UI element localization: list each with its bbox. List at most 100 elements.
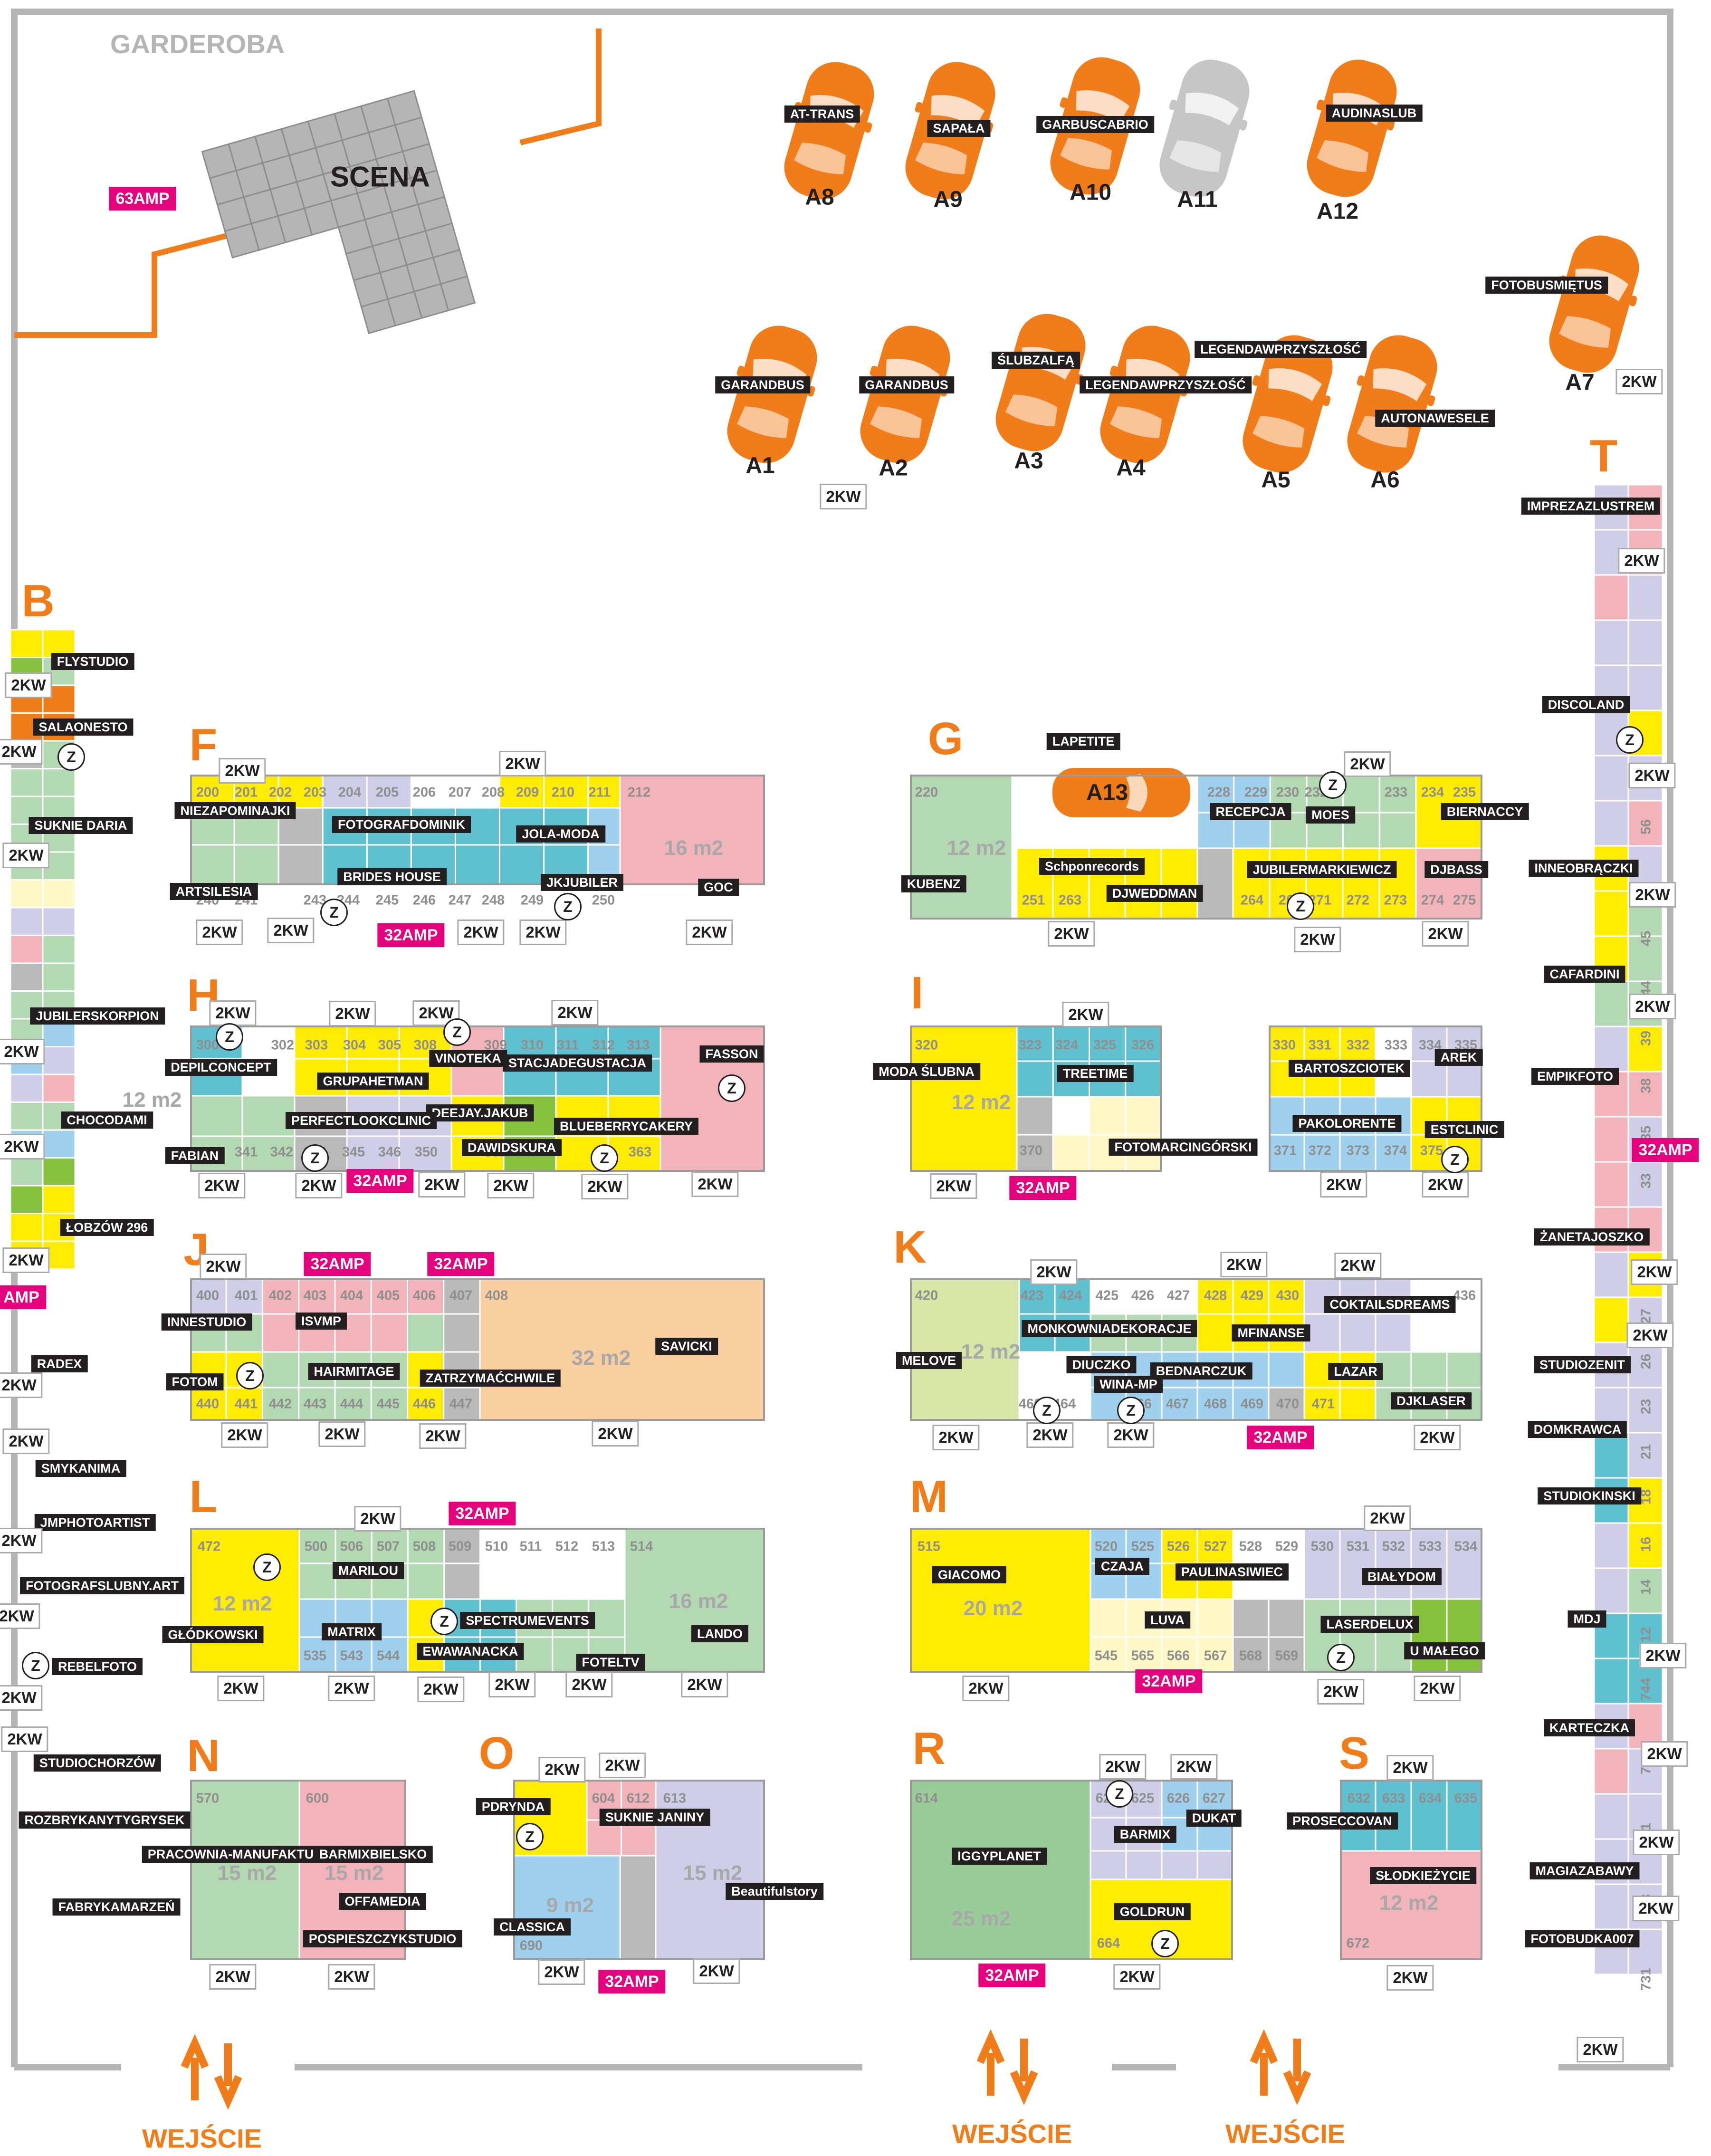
exhibitor-label[interactable]: CZAJA [1095, 1558, 1150, 1575]
exhibitor-label[interactable]: KARTECZKA [1544, 1719, 1635, 1736]
exhibitor-label[interactable]: GOC [698, 879, 739, 896]
exhibitor-label[interactable]: FOTELTV [576, 1654, 645, 1671]
exhibitor-label[interactable]: LEGENDAWPRZYSZŁOŚĆ [1080, 376, 1252, 393]
exhibitor-label[interactable]: IMPREZAZLUSTREM [1521, 498, 1661, 515]
exhibitor-label[interactable]: DISCOLAND [1542, 696, 1630, 713]
exhibitor-label[interactable]: INNEOBRĄCZKI [1529, 860, 1639, 877]
exhibitor-label[interactable]: BIERNACCY [1441, 803, 1529, 820]
exhibitor-label[interactable]: FOTOM [166, 1373, 224, 1390]
exhibitor-label[interactable]: ROZBRYKANYTYGRYSEK [19, 1811, 191, 1829]
exhibitor-label[interactable]: ARTSILESIA [170, 883, 258, 900]
exhibitor-label[interactable]: PAKOLORENTE [1292, 1115, 1402, 1132]
exhibitor-label[interactable]: MOES [1306, 806, 1355, 824]
exhibitor-label[interactable]: STACJADEGUSTACJA [502, 1054, 652, 1072]
exhibitor-label[interactable]: LUVA [1145, 1611, 1190, 1629]
exhibitor-label[interactable]: SAVICKI [655, 1338, 718, 1355]
exhibitor-label[interactable]: FLYSTUDIO [51, 653, 134, 670]
exhibitor-label[interactable]: LAZAR [1328, 1363, 1383, 1380]
exhibitor-label[interactable]: MELOVE [896, 1352, 962, 1369]
exhibitor-label[interactable]: PROSECCOVAN [1287, 1812, 1398, 1830]
exhibitor-label[interactable]: ŻANETAJOSZKO [1534, 1228, 1650, 1246]
exhibitor-label[interactable]: GARANDBUS [859, 376, 954, 393]
exhibitor-label[interactable]: PDRYNDA [476, 1798, 551, 1815]
exhibitor-label[interactable]: LANDO [691, 1625, 748, 1642]
exhibitor-label[interactable]: FOTOMARCINGÓRSKI [1109, 1139, 1258, 1156]
exhibitor-label[interactable]: GIACOMO [932, 1566, 1006, 1583]
exhibitor-label[interactable]: POSPIESZCZYKSTUDIO [303, 1930, 462, 1947]
exhibitor-label[interactable]: DEEJAY.JAKUB [426, 1104, 534, 1121]
exhibitor-label[interactable]: ISVMP [295, 1313, 347, 1330]
exhibitor-label[interactable]: MFINANSE [1232, 1324, 1310, 1342]
exhibitor-label[interactable]: BEDNARCZUK [1150, 1362, 1252, 1380]
exhibitor-label[interactable]: OFFAMEDIA [339, 1893, 426, 1910]
exhibitor-label[interactable]: BIAŁYDOM [1362, 1568, 1442, 1585]
exhibitor-label[interactable]: PAULINASIWIEC [1176, 1563, 1289, 1581]
exhibitor-label[interactable]: TREETIME [1057, 1065, 1134, 1082]
exhibitor-label[interactable]: MARILOU [333, 1562, 404, 1579]
exhibitor-label[interactable]: REBELFOTO [52, 1658, 143, 1675]
exhibitor-label[interactable]: MONKOWNIADEKORACJE [1022, 1320, 1197, 1337]
exhibitor-label[interactable]: SŁODKIEŻYCIE [1370, 1867, 1476, 1884]
exhibitor-label[interactable]: EWAWANACKA [417, 1643, 524, 1660]
exhibitor-label[interactable]: BLUEBERRYCAKERY [554, 1118, 699, 1135]
exhibitor-label[interactable]: NIEZAPOMINAJKI [174, 802, 296, 819]
exhibitor-label[interactable]: SUKNIE DARIA [29, 817, 133, 834]
exhibitor-label[interactable]: BARMIXBIELSKO [313, 1846, 433, 1863]
exhibitor-label[interactable]: ZATRZYMAĆCHWILE [420, 1370, 561, 1387]
exhibitor-label[interactable]: INNESTUDIO [161, 1313, 252, 1331]
exhibitor-label[interactable]: MODA ŚLUBNA [873, 1063, 980, 1080]
exhibitor-label[interactable]: ŚLUBZALFĄ [992, 352, 1080, 369]
exhibitor-label[interactable]: HAIRMITAGE [308, 1363, 400, 1380]
exhibitor-label[interactable]: PERFECTLOOKCLINIC [286, 1112, 437, 1129]
exhibitor-label[interactable]: MATRIX [322, 1623, 382, 1640]
exhibitor-label[interactable]: DIUCZKO [1066, 1356, 1137, 1373]
exhibitor-label[interactable]: ESTCLINIC [1424, 1121, 1504, 1138]
exhibitor-label[interactable]: GARBUSCABRIO [1036, 116, 1154, 133]
exhibitor-label[interactable]: IGGYPLANET [952, 1848, 1047, 1865]
exhibitor-label[interactable]: JMPHOTOARTIST [34, 1514, 156, 1531]
exhibitor-label[interactable]: SPECTRUMEVENTS [460, 1612, 595, 1629]
exhibitor-label[interactable]: GOLDRUN [1114, 1903, 1191, 1920]
exhibitor-label[interactable]: RECEPCJA [1210, 803, 1291, 820]
exhibitor-label[interactable]: STUDIOKINSKI [1538, 1487, 1641, 1504]
exhibitor-label[interactable]: FABRYKAMARZEŃ [52, 1898, 181, 1916]
exhibitor-label[interactable]: LEGENDAWPRZYSZŁOŚĆ [1195, 341, 1367, 358]
exhibitor-label[interactable]: FABIAN [165, 1147, 225, 1164]
exhibitor-label[interactable]: SAPAŁA [927, 120, 991, 137]
exhibitor-label[interactable]: PRACOWNIA-MANUFAKTURA [142, 1846, 338, 1863]
exhibitor-label[interactable]: Schponrecords [1039, 858, 1145, 875]
exhibitor-label[interactable]: DEPILCONCEPT [165, 1059, 277, 1076]
exhibitor-label[interactable]: JUBILERMARKIEWICZ [1247, 861, 1397, 878]
exhibitor-label[interactable]: LASERDELUX [1320, 1616, 1419, 1633]
exhibitor-label[interactable]: JKJUBILER [540, 874, 624, 891]
exhibitor-label[interactable]: GRUPAHETMAN [317, 1073, 429, 1090]
exhibitor-label[interactable]: FOTOBUSMIĘTUS [1485, 277, 1608, 294]
exhibitor-label[interactable]: MAGIAZABAWY [1529, 1862, 1640, 1879]
exhibitor-label[interactable]: JUBILERSKORPION [30, 1007, 165, 1025]
exhibitor-label[interactable]: GŁÓDKOWSKI [162, 1626, 264, 1643]
exhibitor-label[interactable]: FASSON [699, 1045, 764, 1063]
exhibitor-label[interactable]: AUTONAWESELE [1375, 410, 1495, 427]
exhibitor-label[interactable]: DJWEDDMAN [1106, 885, 1203, 902]
exhibitor-label[interactable]: SALAONESTO [33, 719, 134, 736]
exhibitor-label[interactable]: Beautifulstory [726, 1883, 823, 1900]
exhibitor-label[interactable]: FOTOGRAFDOMINIK [332, 816, 471, 833]
exhibitor-label[interactable]: DJBASS [1424, 861, 1488, 878]
exhibitor-label[interactable]: RADEX [31, 1355, 88, 1372]
exhibitor-label[interactable]: BARMIX [1114, 1826, 1176, 1843]
exhibitor-label[interactable]: VINOTEKA [429, 1050, 507, 1067]
exhibitor-label[interactable]: AUDINASLUB [1326, 105, 1423, 122]
exhibitor-label[interactable]: FOTOGRAFSLUBNY.ART [20, 1577, 184, 1594]
exhibitor-label[interactable]: DOMKRAWCA [1528, 1421, 1627, 1438]
exhibitor-label[interactable]: U MAŁEGO [1404, 1642, 1485, 1659]
exhibitor-label[interactable]: FOTOBUDKA007 [1525, 1930, 1640, 1947]
exhibitor-label[interactable]: SMYKANIMA [35, 1460, 126, 1477]
exhibitor-label[interactable]: EMPIKFOTO [1531, 1068, 1619, 1085]
exhibitor-label[interactable]: CAFARDINI [1544, 966, 1625, 983]
exhibitor-label[interactable]: DJKLASER [1391, 1392, 1472, 1409]
exhibitor-label[interactable]: JOLA-MODA [516, 825, 605, 843]
exhibitor-label[interactable]: DAWIDSKURA [462, 1139, 562, 1156]
exhibitor-label[interactable]: BRIDES HOUSE [337, 868, 447, 885]
exhibitor-label[interactable]: STUDIOZENIT [1534, 1356, 1631, 1373]
exhibitor-label[interactable]: AT-TRANS [784, 105, 860, 123]
